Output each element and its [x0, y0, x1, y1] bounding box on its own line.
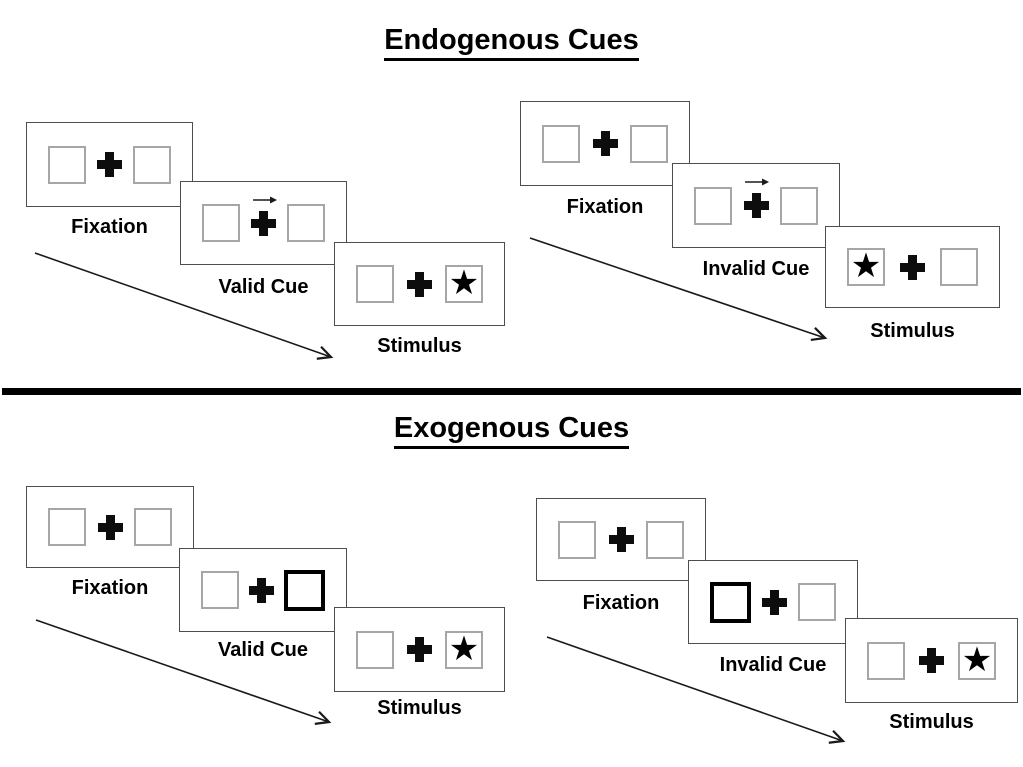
frame-label: Fixation	[71, 577, 149, 599]
left-box	[542, 124, 580, 163]
section-title-exogenous-text: Exogenous Cues	[393, 412, 630, 449]
right-box	[133, 145, 171, 184]
frame-label: Fixation	[582, 592, 660, 614]
right-box: ★	[445, 628, 483, 669]
frame-label: Valid Cue	[218, 276, 309, 298]
frame-label: Stimulus	[377, 335, 462, 357]
fixation-cross-icon	[249, 577, 274, 603]
right-box	[646, 520, 684, 559]
panel-endogenous-invalid-fixation	[520, 101, 690, 186]
fixation-cross-icon	[608, 527, 634, 552]
panel-endogenous-invalid-cue	[672, 163, 840, 248]
fixation-cross-icon	[251, 210, 276, 236]
fixation-cross-icon	[743, 193, 769, 218]
left-box	[356, 630, 394, 669]
section-title-endogenous-text: Endogenous Cues	[384, 24, 639, 61]
panel-exogenous-invalid-cue	[688, 560, 858, 644]
panel-endogenous-invalid-stimulus: ★	[825, 226, 1000, 308]
frame-label: Fixation	[566, 196, 644, 218]
fixation-cross-icon	[97, 514, 123, 540]
panel-exogenous-valid-fixation	[26, 486, 194, 568]
left-box	[202, 204, 240, 242]
cue-arrow-icon	[252, 196, 277, 203]
star-icon: ★	[961, 639, 993, 680]
timeline-arrow	[529, 237, 828, 342]
right-box	[940, 248, 978, 286]
panel-endogenous-valid-fixation	[26, 122, 193, 207]
left-box	[867, 641, 905, 680]
panel-exogenous-valid-stimulus: ★	[334, 607, 505, 692]
timeline-arrow	[546, 636, 846, 744]
panel-endogenous-valid-stimulus: ★	[334, 242, 505, 326]
left-box	[694, 186, 732, 225]
right-box	[134, 508, 172, 546]
frame-label: Stimulus	[870, 320, 955, 342]
cue-arrow-icon	[745, 178, 770, 186]
panel-endogenous-valid-cue	[180, 181, 347, 265]
frame-label: Stimulus	[889, 711, 974, 733]
frame-label: Valid Cue	[217, 639, 309, 661]
left-box: ★	[847, 248, 885, 286]
left-box-cued	[710, 581, 751, 623]
left-box	[201, 571, 239, 609]
star-icon: ★	[448, 263, 480, 303]
section-title-endogenous: Endogenous Cues	[0, 24, 1023, 61]
fixation-cross-icon	[762, 589, 787, 615]
right-box	[798, 583, 836, 621]
right-box-cued	[284, 569, 325, 611]
left-box	[356, 265, 394, 303]
timeline-arrow	[34, 252, 334, 360]
left-box	[558, 520, 596, 559]
panel-exogenous-invalid-fixation	[536, 498, 706, 581]
left-box	[48, 145, 86, 184]
star-icon: ★	[850, 246, 882, 286]
frame-label: Fixation	[71, 216, 148, 238]
section-divider	[2, 388, 1021, 395]
star-icon: ★	[448, 628, 480, 669]
fixation-cross-icon	[900, 254, 925, 280]
panel-exogenous-valid-cue	[179, 548, 347, 632]
frame-label: Invalid Cue	[719, 654, 827, 676]
panel-exogenous-invalid-stimulus: ★	[845, 618, 1018, 703]
fixation-cross-icon	[919, 648, 944, 673]
left-box	[48, 508, 86, 546]
right-box: ★	[445, 265, 483, 303]
section-title-exogenous: Exogenous Cues	[0, 412, 1023, 449]
fixation-cross-icon	[97, 152, 122, 177]
right-box: ★	[958, 639, 996, 680]
fixation-cross-icon	[592, 131, 618, 156]
frame-label: Invalid Cue	[702, 258, 810, 280]
timeline-arrow	[35, 619, 332, 725]
fixation-cross-icon	[407, 637, 432, 662]
right-box	[780, 186, 818, 225]
right-box	[630, 124, 668, 163]
right-box	[287, 204, 325, 242]
frame-label: Stimulus	[377, 697, 462, 719]
fixation-cross-icon	[407, 271, 432, 297]
